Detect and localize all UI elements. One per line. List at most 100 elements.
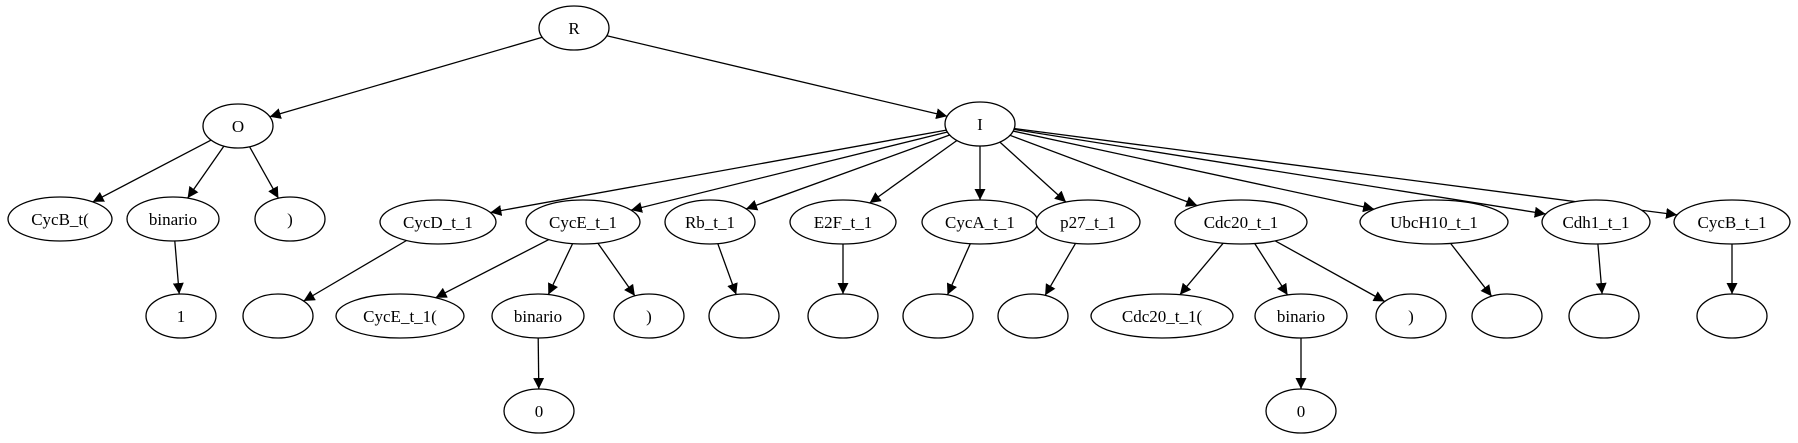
node-label: ) <box>646 307 652 326</box>
tree-node-O: O <box>202 103 274 149</box>
edge-O-to-O_paren <box>249 146 279 199</box>
edge-I_rb-to-rb_e <box>717 243 738 295</box>
node-ellipse <box>789 199 897 245</box>
tree-node-cyca_e <box>902 293 974 339</box>
tree-node-I_cyca: CycA_t_1 <box>921 199 1039 245</box>
node-label: 0 <box>1297 402 1306 421</box>
node-label: ) <box>1408 307 1414 326</box>
tree-node-e2f_e <box>807 293 879 339</box>
node-ellipse <box>613 293 685 339</box>
node-label: p27_t_1 <box>1060 213 1116 232</box>
edge-I_cyca-to-cyca_e <box>946 243 971 296</box>
node-ellipse <box>335 293 465 339</box>
tree-node-cdc20_zero: 0 <box>1265 388 1337 434</box>
node-label: CycD_t_1 <box>403 213 473 232</box>
tree-node-O_paren: ) <box>254 196 326 242</box>
edge-I_p27-to-p27_e <box>1044 243 1077 296</box>
node-ellipse <box>1568 293 1640 339</box>
node-label: O <box>232 117 244 136</box>
node-ellipse <box>379 199 497 245</box>
tree-node-ubch10_e <box>1471 293 1543 339</box>
node-label: Rb_t_1 <box>685 213 735 232</box>
node-ellipse <box>1174 199 1308 245</box>
node-ellipse <box>1359 199 1509 245</box>
node-label: 1 <box>177 307 186 326</box>
edge-I-to-I_ubch10 <box>1012 130 1375 213</box>
edge-I-to-I_cycd <box>490 129 947 216</box>
node-ellipse <box>1541 199 1651 245</box>
node-ellipse <box>254 196 326 242</box>
node-label: CycB_t( <box>31 210 89 229</box>
edge-I-to-I_cyce <box>630 131 948 213</box>
node-ellipse <box>1265 388 1337 434</box>
node-label: CycB_t_1 <box>1698 213 1767 232</box>
tree-node-I_ubch10: UbcH10_t_1 <box>1359 199 1509 245</box>
node-ellipse <box>944 101 1016 147</box>
edge-I_cdc20-to-cdc20_paren <box>1274 240 1386 303</box>
edge-I_cycd-to-cycd_e <box>303 239 407 302</box>
edge-I_cyce-to-cyce_open <box>435 239 550 299</box>
tree-node-O_bin: binario <box>126 196 220 242</box>
tree-node-cdc20_bin: binario <box>1254 293 1348 339</box>
node-label: binario <box>149 210 197 229</box>
node-label: Cdh1_t_1 <box>1562 213 1629 232</box>
edges-layer <box>92 35 1738 390</box>
tree-node-I_cycd: CycD_t_1 <box>379 199 497 245</box>
node-ellipse <box>1035 199 1141 245</box>
node-label: I <box>977 115 983 134</box>
node-label: CycA_t_1 <box>945 213 1015 232</box>
node-ellipse <box>1375 293 1447 339</box>
edge-I-to-I_cdh1 <box>1013 128 1546 218</box>
tree-node-cycd_e <box>242 293 314 339</box>
node-ellipse <box>491 293 585 339</box>
edge-I-to-I_cycb <box>1014 127 1678 219</box>
edge-I-to-I_e2f <box>869 139 958 204</box>
edge-I_ubch10-to-ubch10_e <box>1450 243 1493 297</box>
edge-O-to-O_bin <box>187 145 225 199</box>
node-label: binario <box>1277 307 1325 326</box>
edge-I-to-I_rb <box>745 134 950 211</box>
node-ellipse <box>1673 199 1791 245</box>
edge-R-to-O <box>269 36 543 119</box>
tree-node-I_cdh1: Cdh1_t_1 <box>1541 199 1651 245</box>
tree-node-I: I <box>944 101 1016 147</box>
node-ellipse <box>145 293 217 339</box>
node-ellipse <box>1696 293 1768 339</box>
node-ellipse <box>503 388 575 434</box>
node-label: CycE_t_1( <box>363 307 437 326</box>
edge-I-to-I_cdc20 <box>1009 134 1198 207</box>
tree-node-cyce_paren: ) <box>613 293 685 339</box>
node-ellipse <box>902 293 974 339</box>
tree-node-cdc20_paren: ) <box>1375 293 1447 339</box>
tree-node-R: R <box>538 5 610 51</box>
node-label: binario <box>514 307 562 326</box>
edge-I_cdh1-to-cdh1_e <box>1595 243 1607 295</box>
tree-node-I_cdc20: Cdc20_t_1 <box>1174 199 1308 245</box>
edge-O_bin-to-O_one <box>172 240 184 295</box>
node-label: R <box>568 19 580 38</box>
node-ellipse <box>807 293 879 339</box>
node-label: Cdc20_t_1( <box>1122 307 1203 326</box>
node-ellipse <box>1471 293 1543 339</box>
tree-node-O_one: 1 <box>145 293 217 339</box>
node-label: E2F_t_1 <box>814 213 873 232</box>
edge-O-to-O_cycb <box>92 139 212 203</box>
tree-node-cycb_e <box>1696 293 1768 339</box>
tree-node-I_p27: p27_t_1 <box>1035 199 1141 245</box>
tree-node-I_e2f: E2F_t_1 <box>789 199 897 245</box>
node-ellipse <box>126 196 220 242</box>
tree-node-cyce_zero: 0 <box>503 388 575 434</box>
edge-cyce_bin-to-cyce_zero <box>533 337 545 390</box>
node-label: 0 <box>535 402 544 421</box>
tree-node-I_cyce: CycE_t_1 <box>525 199 641 245</box>
node-ellipse <box>708 293 780 339</box>
edge-I_cdc20-to-cdc20_open <box>1179 242 1224 296</box>
tree-node-I_cycb: CycB_t_1 <box>1673 199 1791 245</box>
tree-node-rb_e <box>708 293 780 339</box>
edge-I-to-I_p27 <box>999 141 1067 203</box>
node-label: UbcH10_t_1 <box>1390 213 1478 232</box>
tree-node-I_rb: Rb_t_1 <box>664 199 756 245</box>
tree-node-cyce_bin: binario <box>491 293 585 339</box>
